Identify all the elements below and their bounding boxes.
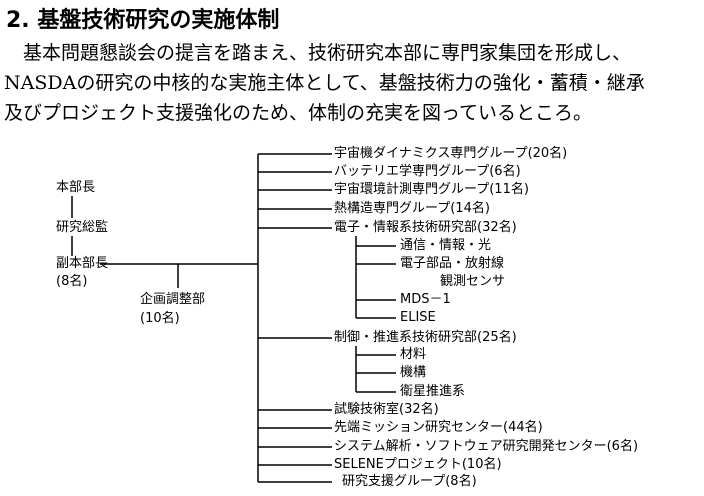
group-label: 宇宙機ダイナミクス専門グループ(20名) <box>334 146 568 161</box>
planning-count: (10名) <box>140 311 180 326</box>
control-subunit-label: 材料 <box>400 347 427 362</box>
group-label: システム解析・ソフトウェア研究開発センター(6名) <box>334 439 639 454</box>
head-label: 本部長 <box>56 180 96 195</box>
group-label: 熱構造専門グループ(14名) <box>334 201 490 216</box>
supervisor-label: 研究総監 <box>56 220 109 235</box>
group-label: 宇宙環境計測専門グループ(11名) <box>334 182 529 197</box>
group-label: SELENEプロジェクト(10名) <box>334 457 502 472</box>
group-label: 研究支援グループ(8名) <box>342 474 477 489</box>
electronics-subunit-label: 観測センサ <box>440 274 506 289</box>
electronics-subunit-label: ELISE <box>400 310 436 325</box>
deputy-label: 副本部長 <box>56 256 109 271</box>
group-label: 制御・推進系技術研究部(25名) <box>334 330 517 345</box>
planning-label: 企画調整部 <box>140 292 206 307</box>
group-label: バッテリエ学専門グループ(6名) <box>334 164 521 179</box>
intro-line-3: 及びプロジェクト支援強化のため、体制の充実を図っているところ。 <box>4 102 593 124</box>
intro-line-1: 基本問題懇談会の提言を踏まえ、技術研究本部に専門家集団を形成し、 <box>4 42 632 64</box>
electronics-subunit-label: MDS－1 <box>400 292 451 307</box>
page-title: 2. 基盤技術研究の実施体制 <box>6 8 280 33</box>
group-label: 先端ミッション研究センター(44名) <box>334 420 543 435</box>
control-subunit-label: 衛星推進系 <box>400 384 466 399</box>
group-label: 試験技術室(32名) <box>334 402 439 417</box>
control-subunit-label: 機構 <box>400 365 427 380</box>
deputy-count: (8名) <box>56 274 88 289</box>
group-label: 電子・情報系技術研究部(32名) <box>334 220 517 235</box>
electronics-subunit-label: 電子部品・放射線 <box>400 256 505 271</box>
intro-line-2: NASDAの研究の中核的な実施主体として、基盤技術力の強化・蓄積・継承 <box>4 72 645 94</box>
electronics-subunit-label: 通信・情報・光 <box>400 238 492 253</box>
